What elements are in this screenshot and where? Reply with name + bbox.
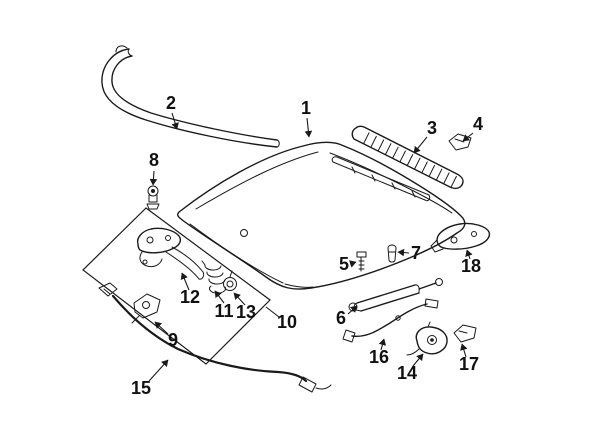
leader-4 xyxy=(462,132,474,142)
leader-5 xyxy=(349,260,357,268)
part-11-spring xyxy=(201,260,227,294)
leader-2 xyxy=(171,112,179,130)
part-16-cable xyxy=(342,298,439,343)
leader-10 xyxy=(265,306,280,318)
part-label-3: 3 xyxy=(427,118,437,138)
part-13-grommet xyxy=(223,270,237,291)
part-label-7: 7 xyxy=(411,243,421,263)
part-label-8: 8 xyxy=(149,150,159,170)
part-5-bolt xyxy=(356,251,367,272)
part-10-detail-box xyxy=(82,207,271,365)
part-7-clip xyxy=(387,244,397,263)
leader-12 xyxy=(180,272,190,291)
leader-7 xyxy=(397,248,410,257)
leader-lines xyxy=(148,112,474,382)
part-2-weatherstrip xyxy=(101,45,280,148)
leader-1 xyxy=(304,117,313,138)
part-17-bracket xyxy=(453,324,477,343)
leader-3 xyxy=(413,136,428,154)
part-8-bumper xyxy=(146,185,160,210)
leader-9 xyxy=(154,321,169,335)
part-label-16: 16 xyxy=(369,347,389,367)
part-label-10: 10 xyxy=(277,312,297,332)
leader-17 xyxy=(460,343,468,358)
part-label-2: 2 xyxy=(166,93,176,113)
part-label-17: 17 xyxy=(459,354,479,374)
leader-13 xyxy=(233,292,246,306)
leader-6 xyxy=(347,305,358,315)
part-labels: 1 2 3 4 5 6 7 8 9 10 11 12 13 14 15 16 1… xyxy=(131,93,483,398)
part-label-11: 11 xyxy=(214,301,233,321)
leader-18 xyxy=(465,249,473,260)
part-label-12: 12 xyxy=(180,287,200,307)
part-6-gas-strut xyxy=(348,278,443,312)
leader-14 xyxy=(412,353,424,367)
leader-16 xyxy=(378,338,387,351)
part-label-15: 15 xyxy=(131,378,151,398)
leader-11 xyxy=(214,290,225,304)
part-12-hinge xyxy=(136,227,205,280)
part-label-5: 5 xyxy=(339,254,349,274)
leader-8 xyxy=(149,170,158,186)
part-label-4: 4 xyxy=(473,114,483,134)
part-label-6: 6 xyxy=(336,308,346,328)
part-label-13: 13 xyxy=(236,302,256,322)
part-1-hood-panel xyxy=(177,141,466,290)
part-14-lock xyxy=(406,321,448,356)
part-4-clip xyxy=(448,133,472,151)
part-label-14: 14 xyxy=(397,363,417,383)
diagram-artwork xyxy=(82,45,491,393)
part-label-1: 1 xyxy=(301,98,311,118)
part-label-18: 18 xyxy=(461,256,481,276)
part-15-release-cable xyxy=(98,282,332,393)
part-3-hatching xyxy=(363,132,457,188)
part-18-hinge xyxy=(430,222,491,253)
leader-15 xyxy=(148,359,169,382)
part-3-grille-strip xyxy=(351,125,464,190)
part-label-9: 9 xyxy=(168,330,178,350)
